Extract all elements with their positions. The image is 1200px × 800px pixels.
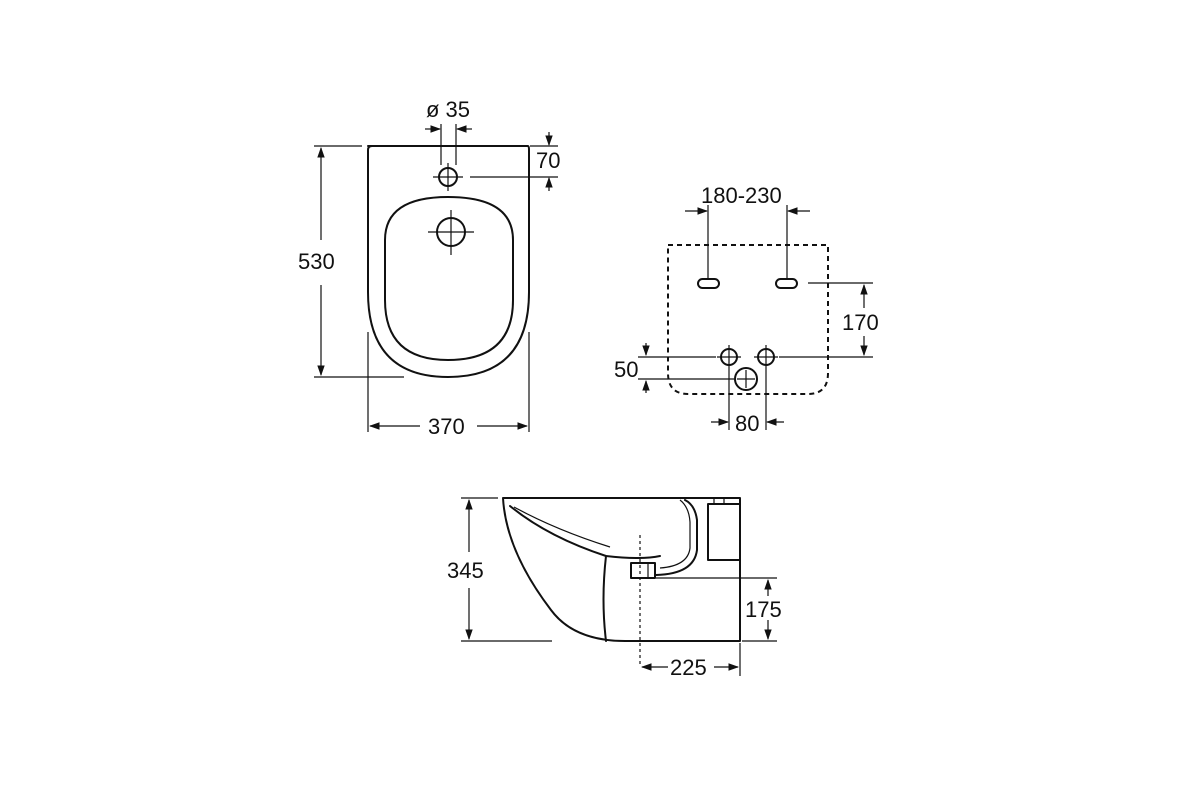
width-dimension: 370 (367, 332, 530, 439)
hole-diameter-label: ø 35 (426, 97, 470, 122)
side-view-outline (502, 497, 741, 642)
side-view: 345 175 225 (447, 497, 782, 680)
bolt-spacing-dimension: 180-230 (685, 183, 810, 278)
bolt-height-dimension: 170 (779, 282, 879, 358)
side-view-rear-contour (655, 499, 698, 576)
rear-view-outline (667, 244, 829, 395)
bolt-slot-left (697, 278, 720, 289)
rear-view: 180-230 170 50 80 (614, 183, 879, 436)
side-view-outlet-spigot (630, 562, 656, 579)
hole-offset-dimension: 70 (470, 132, 560, 191)
height-label: 530 (298, 249, 335, 274)
inlet-offset-label: 50 (614, 357, 638, 382)
height-dimension: 530 (298, 145, 404, 378)
top-view-bowl (384, 196, 514, 361)
bolt-height-label: 170 (842, 310, 879, 335)
outlet-depth-dimension: 225 (640, 643, 741, 680)
inlet-spacing-dimension: 80 (711, 369, 784, 436)
outlet-height-label: 175 (745, 597, 782, 622)
water-inlet-right (754, 345, 778, 369)
tap-hole (433, 163, 463, 191)
outlet-depth-label: 225 (670, 655, 707, 680)
side-view-inlet-block (707, 503, 741, 561)
hole-offset-label: 70 (536, 148, 560, 173)
side-view-bowl-lip (513, 506, 611, 548)
hole-diameter-dimension: ø 35 (425, 97, 472, 165)
bolt-spacing-label: 180-230 (701, 183, 782, 208)
waste-outlet (734, 367, 758, 391)
inlet-spacing-label: 80 (735, 411, 759, 436)
side-view-rear-contour-inner (659, 499, 691, 569)
outlet-height-dimension: 175 (656, 577, 782, 642)
top-view-outline (367, 145, 530, 378)
inlet-offset-dimension: 50 (614, 343, 734, 393)
side-view-bowl (509, 505, 661, 559)
water-inlet-left (717, 345, 741, 369)
side-view-seam (602, 555, 607, 642)
bolt-slot-right (775, 278, 798, 289)
side-height-dimension: 345 (447, 497, 552, 642)
side-height-label: 345 (447, 558, 484, 583)
width-label: 370 (428, 414, 465, 439)
drain-hole (428, 210, 474, 255)
top-view: ø 35 70 530 370 (298, 97, 560, 439)
